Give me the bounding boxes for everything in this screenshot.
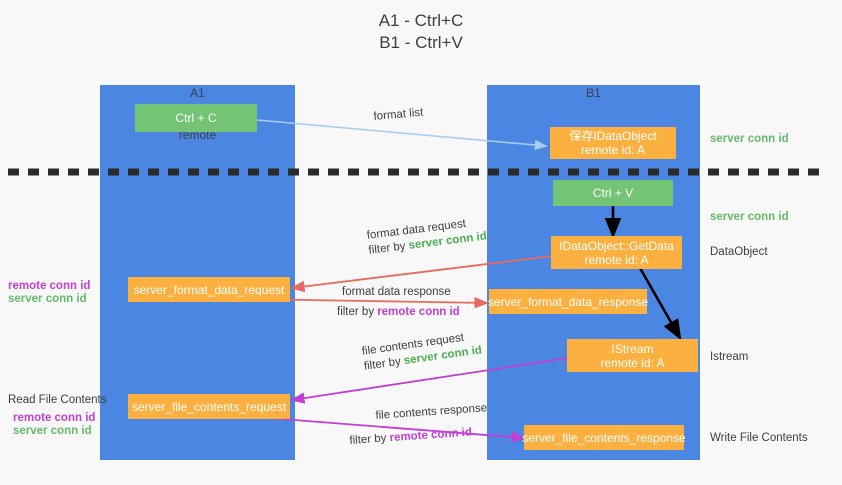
edge-label-format-data-request: format data request filter by server con… (366, 215, 488, 259)
label-remote-conn-id-1: remote conn id (8, 280, 91, 292)
edge-label-format-data-response: format data response (342, 285, 451, 300)
label-data-object: DataObject (710, 246, 768, 258)
label-server-conn-id-1: server conn id (8, 293, 87, 305)
label-read-file-contents: Read File Contents (8, 394, 107, 406)
box-save-idataobject-line2: remote id: A (580, 143, 646, 157)
box-server-file-contents-response-label: server_file_contents_response (522, 430, 686, 445)
box-server-format-data-response[interactable]: server_format_data_response (487, 289, 649, 314)
column-header-a1-name: A1 (190, 86, 205, 100)
edge-label-format-list-text: format list (373, 106, 424, 123)
filter-value-remote-conn-id: remote conn id (377, 306, 460, 318)
label-server-conn-id-2: server conn id (13, 425, 92, 437)
edge-label-file-contents-response-title: file contents response (375, 402, 488, 422)
filter-value-remote-conn-id: remote conn id (389, 426, 473, 445)
box-save-idataobject[interactable]: 保存IDataObject remote id: A (550, 127, 676, 159)
box-server-file-contents-response[interactable]: server_file_contents_response (522, 425, 686, 450)
edge-label-format-list: format list (373, 106, 424, 125)
label-write-file-contents: Write File Contents (710, 432, 808, 444)
box-server-file-contents-request[interactable]: server_file_contents_request (128, 394, 290, 419)
box-ctrl-v-label: Ctrl + V (592, 186, 634, 200)
box-save-idataobject-line1: 保存IDataObject (569, 129, 657, 143)
edge-label-format-data-response-title: format data response (342, 286, 451, 298)
label-istream: Istream (710, 351, 749, 363)
box-idataobject-getdata[interactable]: IDataObject::GetData remote id: A (551, 236, 682, 269)
label-remote-conn-id-2: remote conn id (13, 412, 96, 424)
box-ctrl-v[interactable]: Ctrl + V (553, 180, 673, 206)
box-server-file-contents-request-label: server_file_contents_request (131, 399, 287, 414)
box-server-format-data-request-label: server_format_data_request (133, 282, 285, 297)
box-istream-line1: IStream (611, 341, 654, 356)
box-server-format-data-response-label: server_format_data_response (487, 294, 649, 309)
column-header-b1-name: B1 (586, 86, 601, 100)
page-title: A1 - Ctrl+C B1 - Ctrl+V (378, 11, 464, 52)
edge-label-file-contents-response: file contents response (375, 401, 488, 424)
edge-label-file-contents-response-filter: filter by remote conn id (349, 425, 472, 449)
box-ctrl-c-label: Ctrl + C (175, 111, 217, 125)
box-server-format-data-request[interactable]: server_format_data_request (128, 277, 290, 302)
filter-prefix: filter by (337, 306, 378, 318)
label-server-conn-id-top: server conn id (710, 133, 789, 145)
filter-prefix: filter by (349, 432, 391, 447)
filter-prefix: filter by (363, 355, 405, 373)
box-ctrl-c[interactable]: Ctrl + C (135, 104, 257, 132)
box-idataobject-getdata-line1: IDataObject::GetData (559, 238, 674, 253)
box-istream-line2: remote id: A (600, 355, 665, 370)
edge-label-format-data-response-filter: filter by remote conn id (337, 305, 460, 320)
label-server-conn-id-mid: server conn id (710, 211, 789, 223)
edge-label-file-contents-request: file contents request filter by server c… (361, 328, 483, 374)
filter-prefix: filter by (367, 239, 410, 257)
box-istream[interactable]: IStream remote id: A (567, 339, 698, 372)
box-idataobject-getdata-line2: remote id: A (584, 252, 649, 267)
